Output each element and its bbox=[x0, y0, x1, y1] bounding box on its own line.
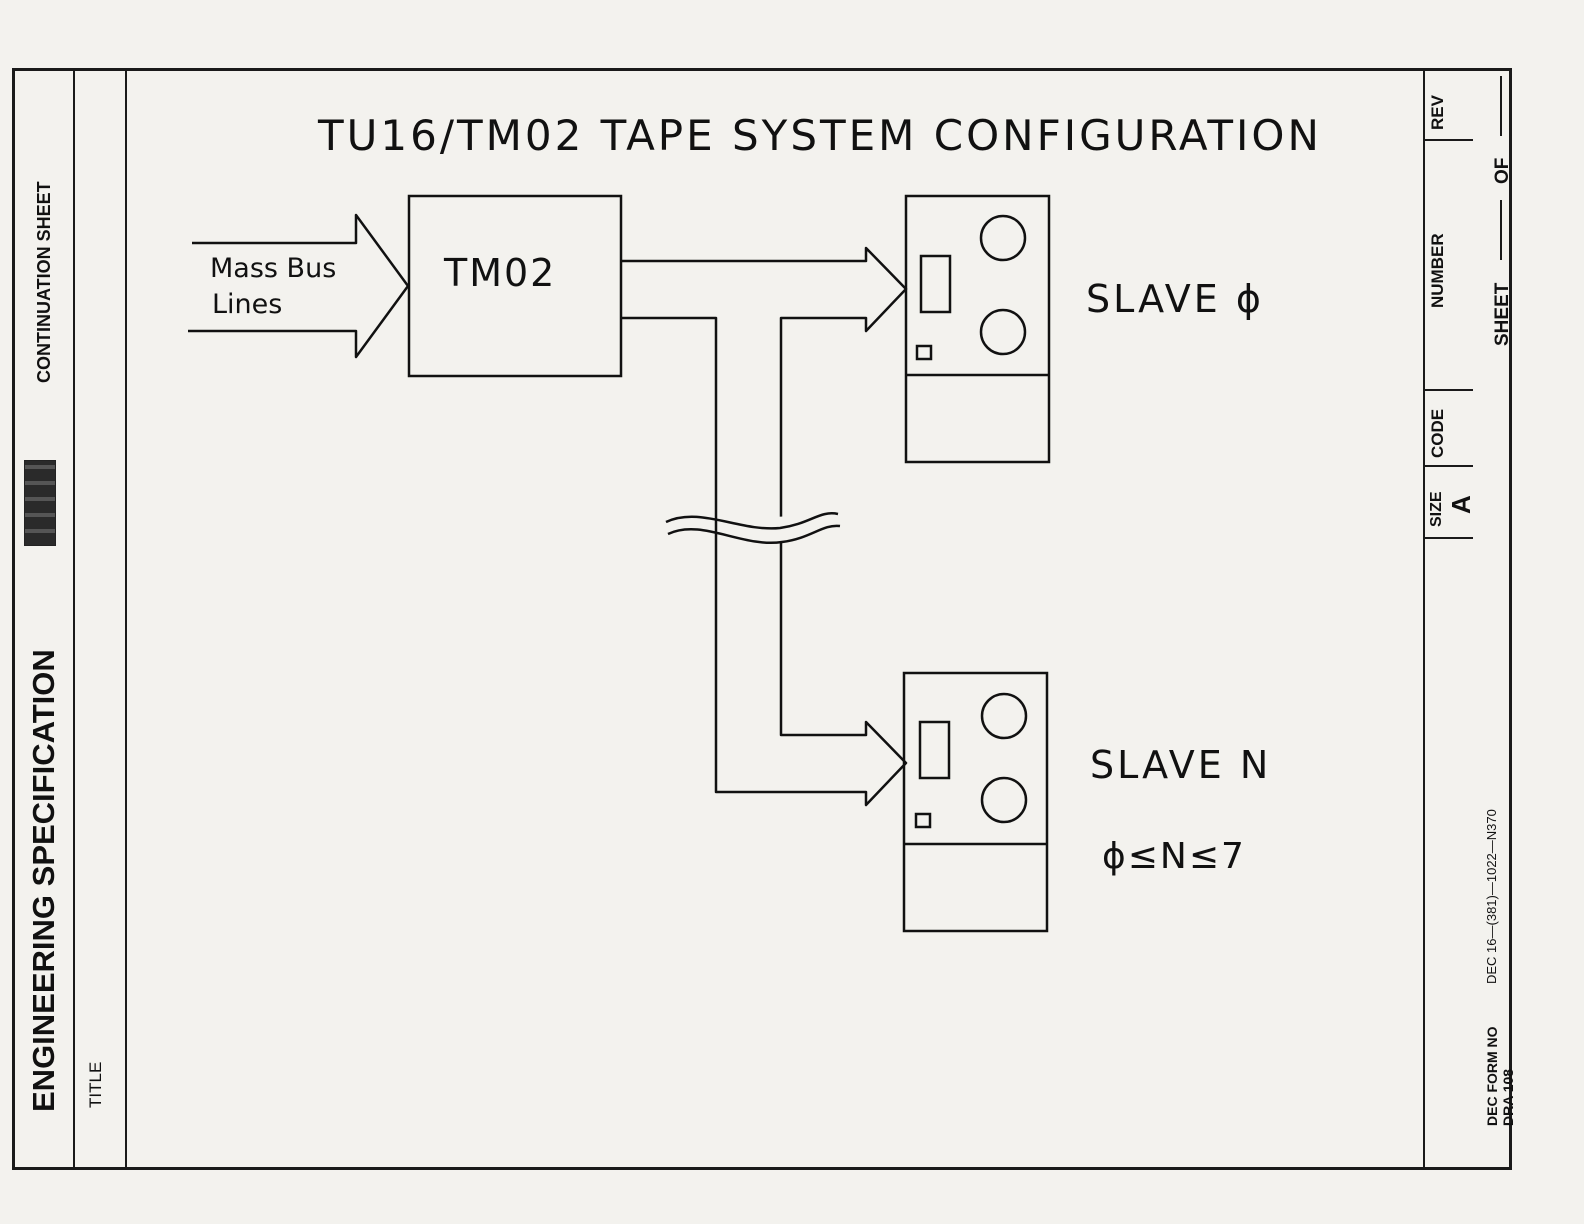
tm02-label: TM02 bbox=[443, 251, 556, 295]
left-column-divider bbox=[73, 71, 75, 1167]
range-label: ϕ≤N≤7 bbox=[1102, 836, 1246, 877]
slaveN-label: SLAVE N bbox=[1090, 743, 1271, 787]
tape-drive-icon bbox=[902, 671, 1049, 933]
size-divider bbox=[1423, 537, 1473, 539]
tape-drive-icon bbox=[904, 194, 1051, 464]
sheet-blank bbox=[1500, 200, 1502, 260]
bus-arrow-slave0 bbox=[621, 246, 908, 807]
diagram-title: TU16/TM02 TAPE SYSTEM CONFIGURATION bbox=[317, 111, 1322, 160]
tm02-box bbox=[407, 194, 623, 378]
right-block-divider bbox=[1423, 71, 1425, 1167]
wavy-break-icon bbox=[665, 512, 841, 545]
lines-label: Lines bbox=[212, 289, 282, 320]
rev-divider bbox=[1423, 139, 1473, 141]
number-divider bbox=[1423, 389, 1473, 391]
of-blank bbox=[1500, 76, 1502, 136]
slave0-label: SLAVE ϕ bbox=[1086, 277, 1264, 321]
code-divider bbox=[1423, 465, 1473, 467]
form-frame bbox=[12, 68, 1512, 1170]
title-column-divider bbox=[125, 71, 127, 1167]
mass-bus-arrow bbox=[188, 213, 410, 359]
digital-logo-icon bbox=[24, 460, 56, 546]
mass-bus-label: Mass Bus bbox=[210, 253, 336, 284]
